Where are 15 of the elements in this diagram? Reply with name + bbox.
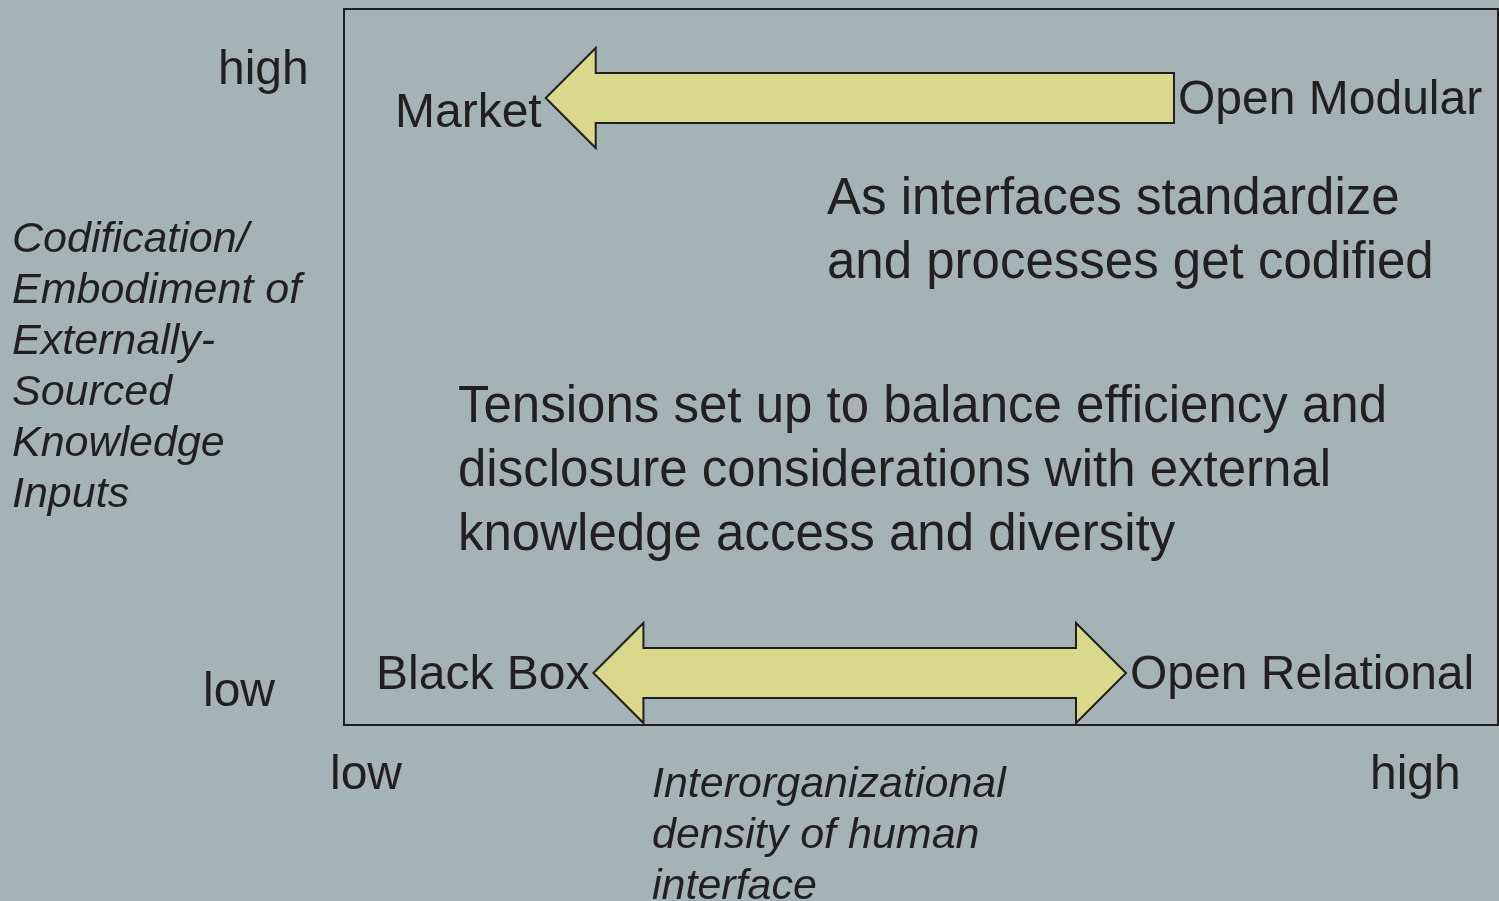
- axis-title: Interorganizational density of human interface: [652, 757, 1008, 901]
- quadrant-label: Open Modular: [1178, 70, 1483, 126]
- annotation-text: As interfaces standardize and processes get codified: [827, 167, 1435, 291]
- quadrant-label: Black Box: [376, 645, 590, 701]
- matrix-frame: [343, 8, 1499, 726]
- axis-tick-label: low: [203, 662, 276, 718]
- axis-tick-label: high: [1370, 745, 1461, 801]
- axis-title: Codification/ Embodiment of Externally- Sourced Knowledge Inputs: [12, 212, 312, 518]
- quadrant-label: Market: [395, 83, 542, 139]
- arrow: [544, 45, 1175, 151]
- annotation-text: Tensions set up to balance efficiency and disclosure considerations with external knowledge access and diversity: [458, 375, 1388, 563]
- double-arrow: [592, 620, 1128, 726]
- quadrant-label: Open Relational: [1130, 645, 1475, 701]
- axis-tick-label: high: [218, 40, 309, 96]
- axis-tick-label: low: [330, 745, 403, 801]
